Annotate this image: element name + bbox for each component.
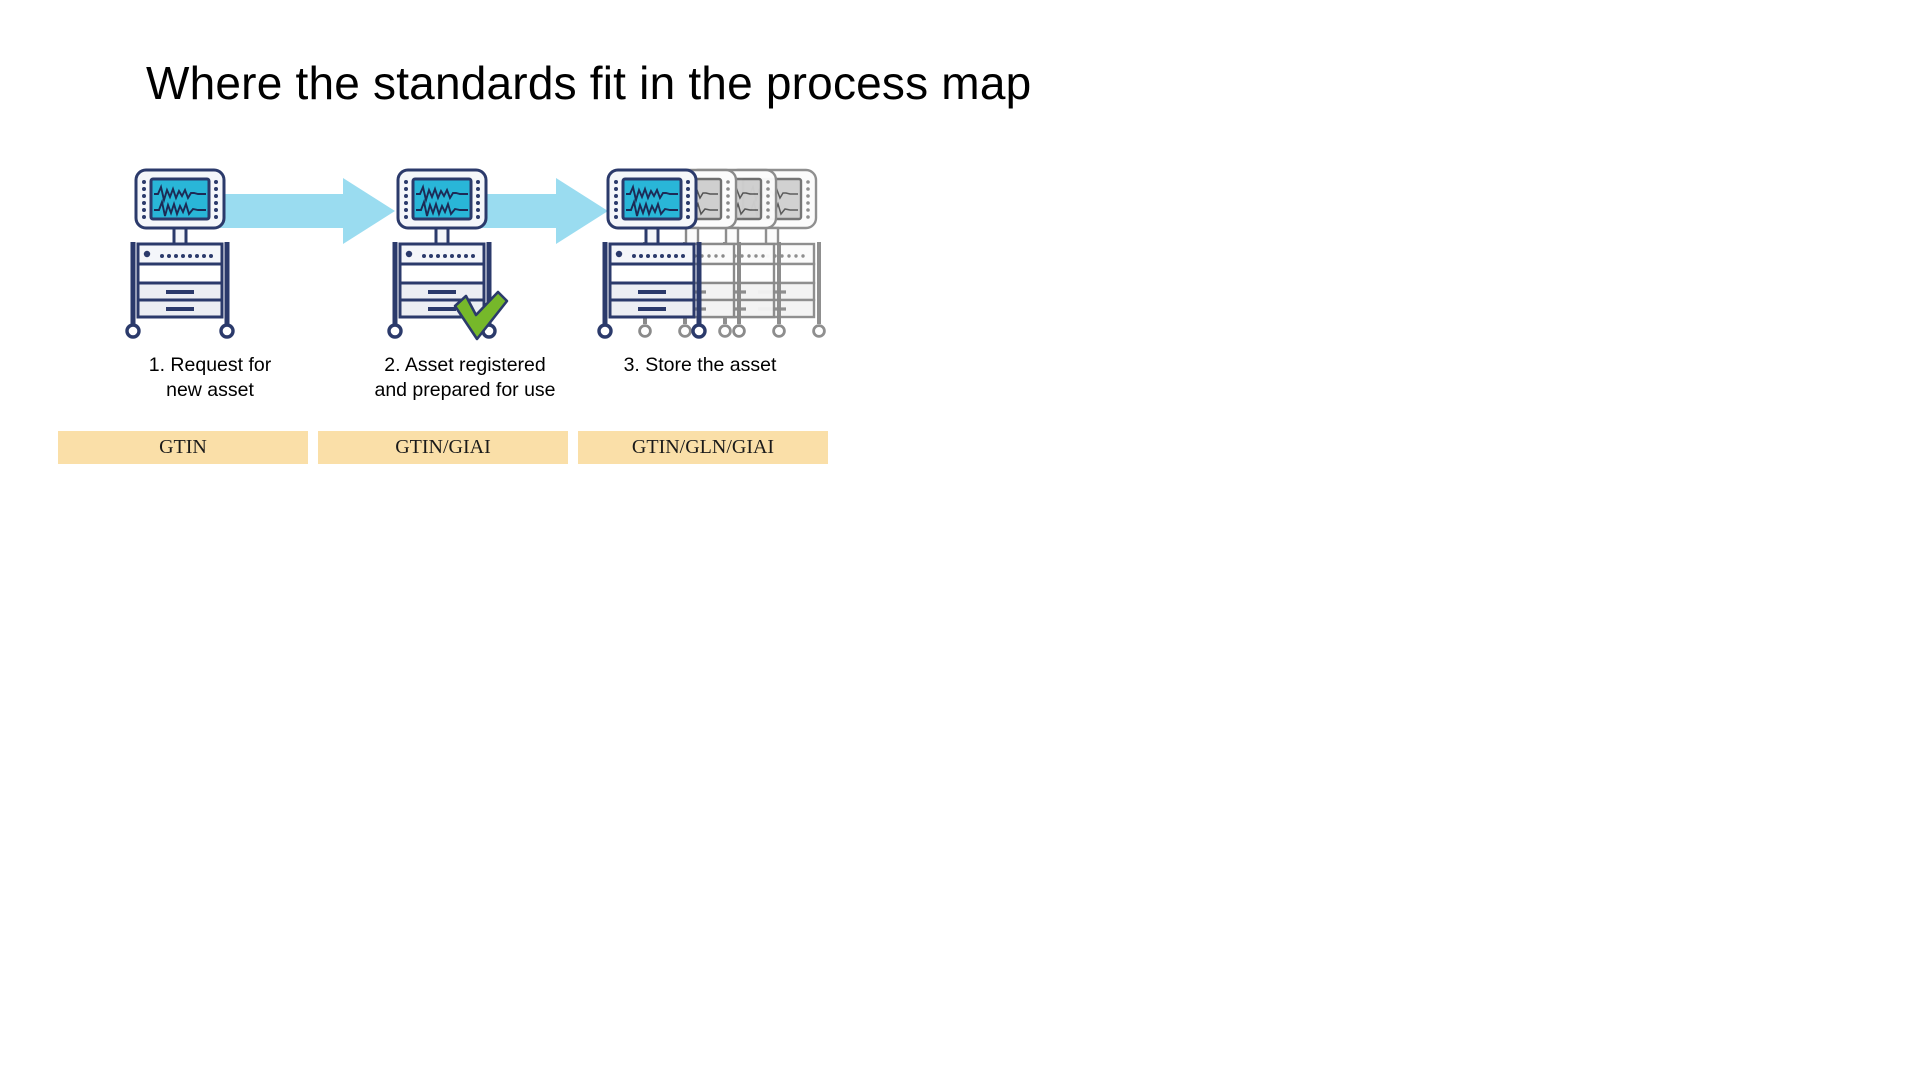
medical-cart-multiple-icon <box>597 168 826 339</box>
step-2-completed-check <box>452 290 510 347</box>
check-mark-icon <box>453 290 509 341</box>
right-arrow-icon <box>215 178 395 244</box>
step-3-caption: 3. Store the asset <box>623 354 777 376</box>
process-arrow-1 <box>215 178 395 249</box>
step-3-equipment-graphic <box>592 168 832 340</box>
page-title: Where the standards fit in the process m… <box>146 57 1032 109</box>
standard-bar-step-1: GTIN <box>58 431 308 464</box>
medical-cart-icon <box>125 168 235 339</box>
standard-bar-step-2: GTIN/GIAI <box>318 431 568 464</box>
step-2-caption: 2. Asset registered and prepared for use <box>374 354 556 401</box>
step-1-caption: 1. Request for new asset <box>148 354 272 401</box>
standard-bar-step-3: GTIN/GLN/GIAI <box>578 431 828 464</box>
step-1-equipment-graphic <box>120 168 240 340</box>
